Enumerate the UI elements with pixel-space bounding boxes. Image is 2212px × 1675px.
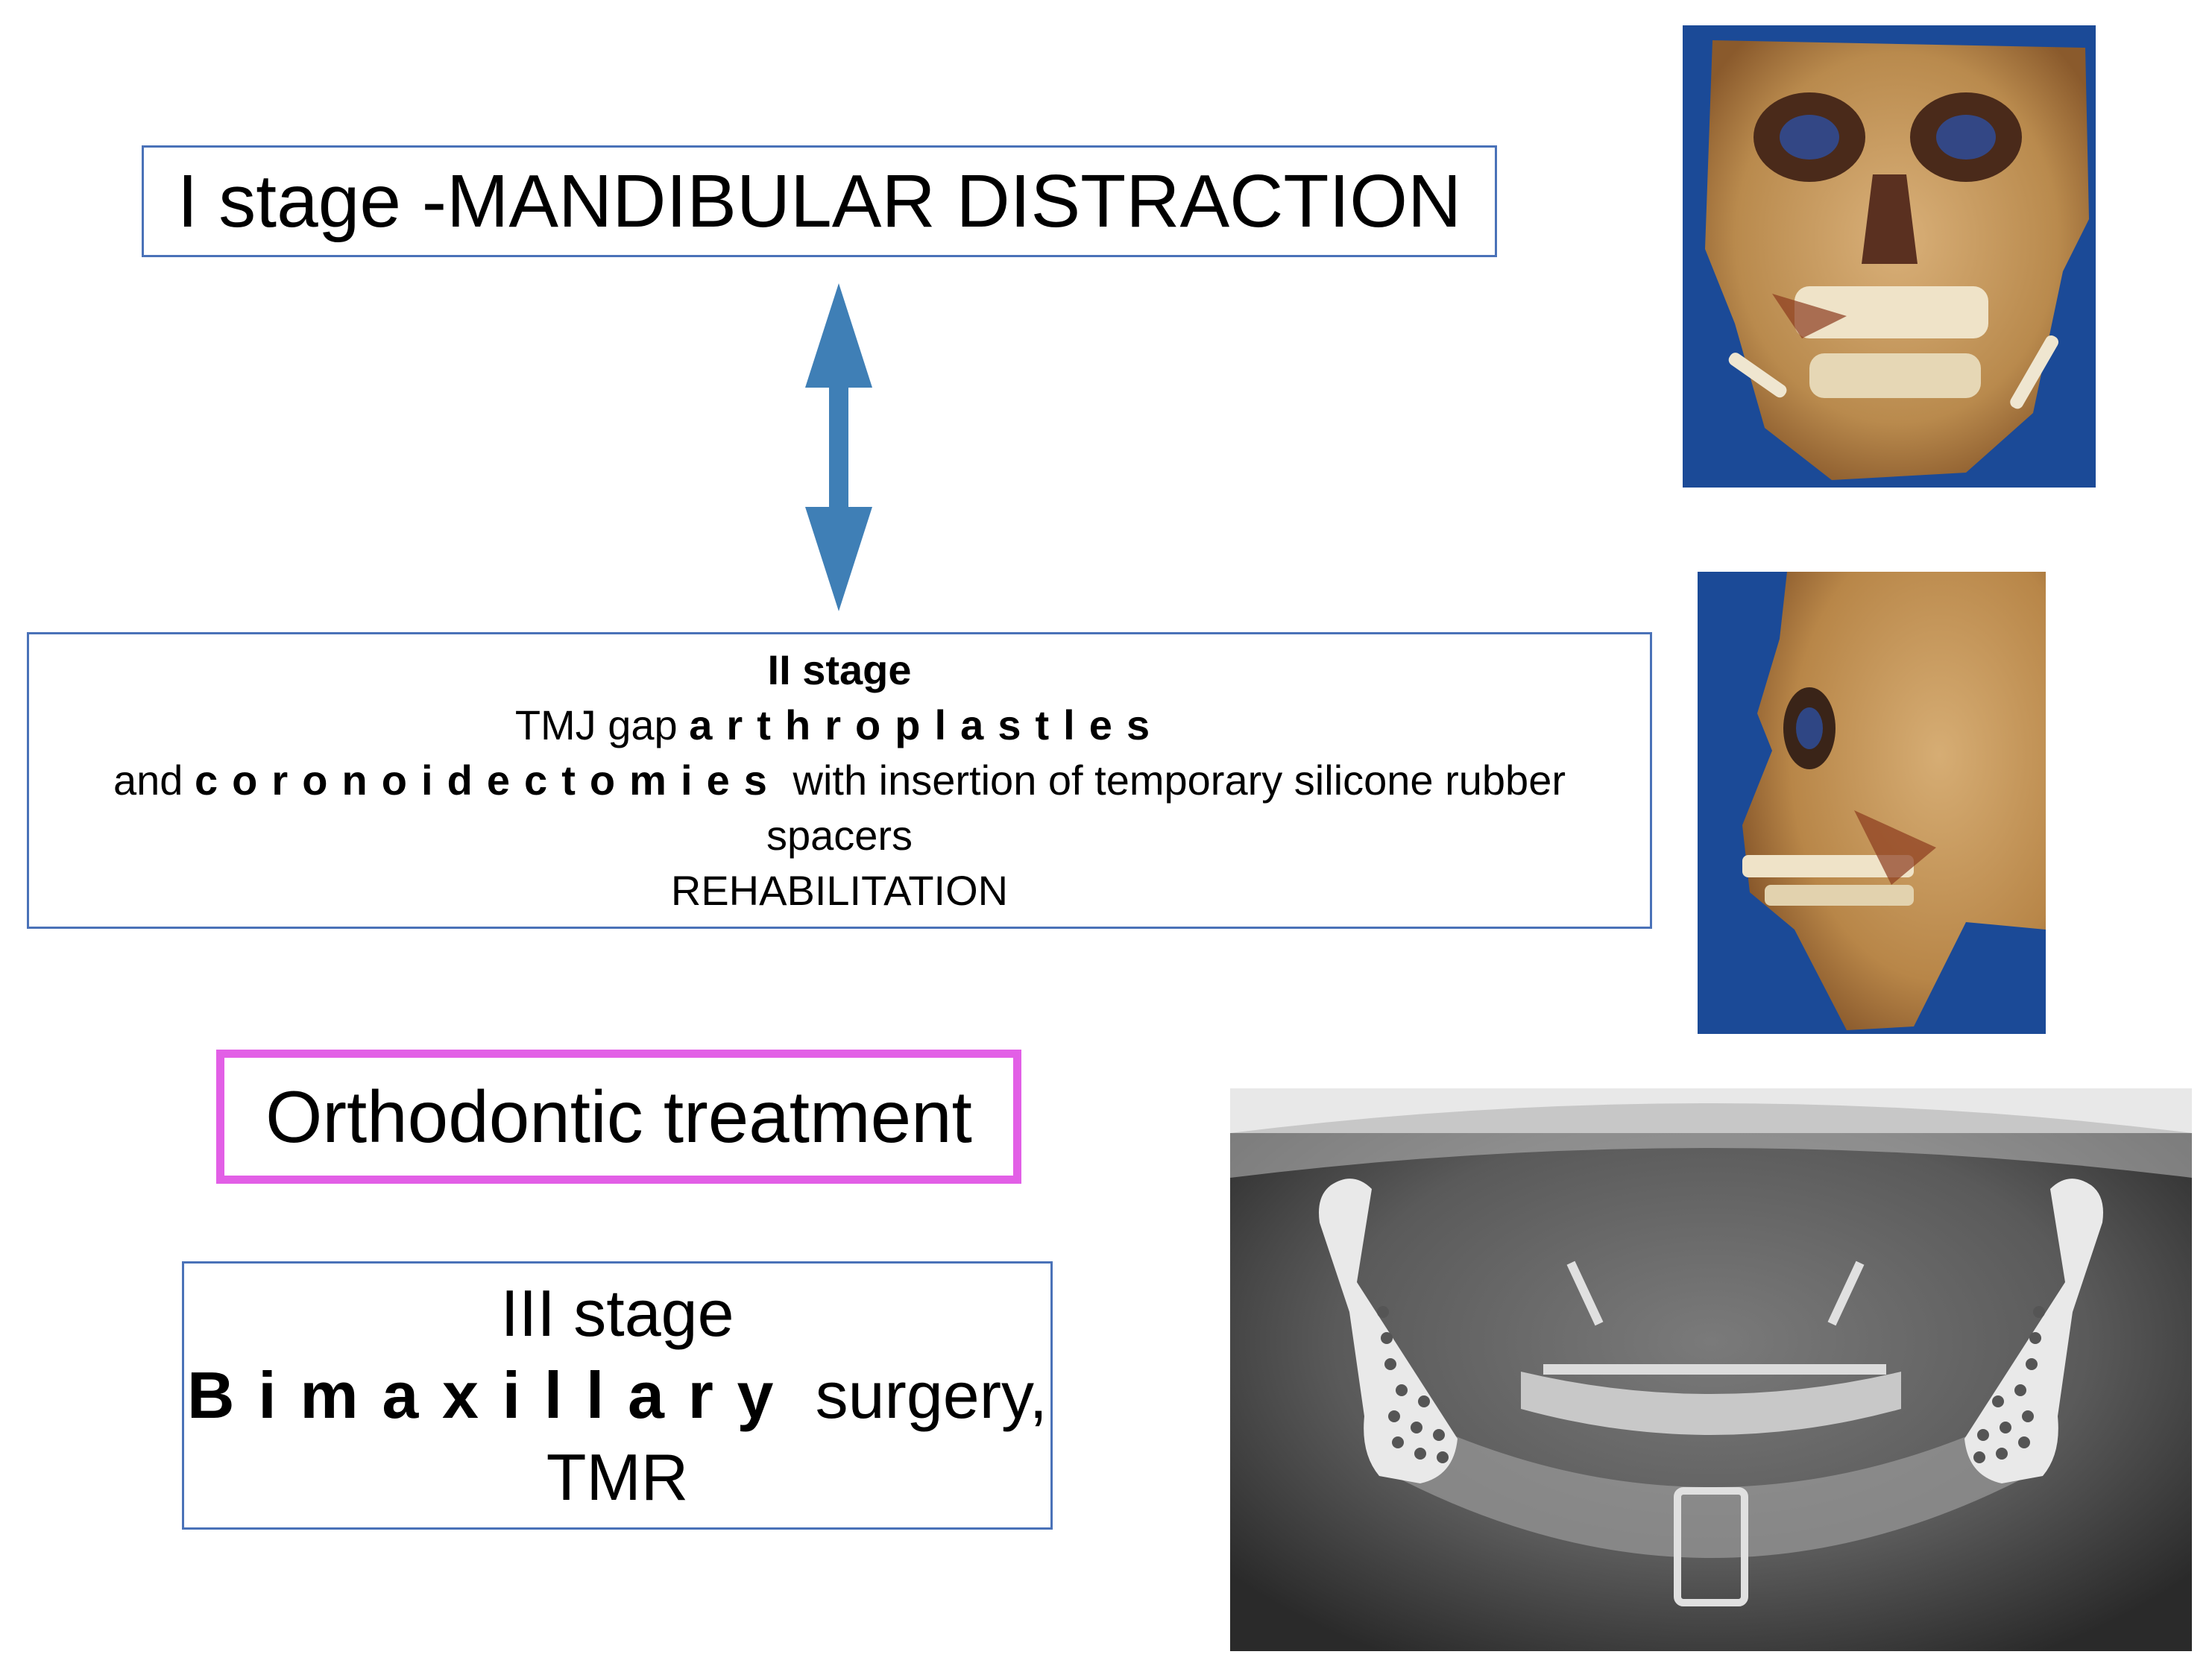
stage-2-line-3-prefix: and: [113, 757, 183, 804]
double-arrow-icon: [805, 283, 872, 611]
stage-2-line-2-prefix: TMJ gap: [514, 701, 678, 748]
stage-3-box: III stage Bimaxillary surgery, TMR: [182, 1261, 1053, 1530]
skull-ct-frontal-icon: [1683, 25, 2096, 488]
stage-3-title: III stage: [500, 1276, 734, 1350]
stage-3-line-2: Bimaxillary surgery,: [187, 1354, 1047, 1436]
stage-2-line-3: and coronoidectomies with insertion of t…: [113, 753, 1566, 808]
panoramic-xray-icon: [1230, 1088, 2192, 1651]
stage-2-arthroplasties: arthroplastles: [689, 701, 1165, 748]
stage-3-line-2-suffix: surgery,: [815, 1358, 1047, 1432]
stage-2-coronoidectomies: coronoidectomies: [195, 757, 781, 804]
stage-2-line-5: REHABILITATION: [670, 867, 1009, 914]
stage-3-line-3: TMR: [546, 1440, 689, 1514]
stage-2-title: II stage: [767, 646, 912, 693]
stage-1-label: I stage -MANDIBULAR DISTRACTION: [177, 159, 1462, 243]
stage-1-box: I stage -MANDIBULAR DISTRACTION: [142, 145, 1497, 257]
orthodontic-treatment-label: Orthodontic treatment: [265, 1075, 972, 1158]
stage-2-box: II stage TMJ gap arthroplastles and coro…: [27, 632, 1652, 929]
skull-ct-lateral-icon: [1698, 572, 2046, 1034]
stage-2-line-4: spacers: [766, 812, 913, 859]
stage-2-line-2: TMJ gap arthroplastles: [515, 698, 1164, 753]
stage-3-bimaxillary: Bimaxillary: [187, 1358, 798, 1432]
orthodontic-treatment-box: Orthodontic treatment: [216, 1050, 1021, 1184]
stage-2-line-3-suffix: with insertion of temporary silicone rub…: [793, 757, 1566, 804]
